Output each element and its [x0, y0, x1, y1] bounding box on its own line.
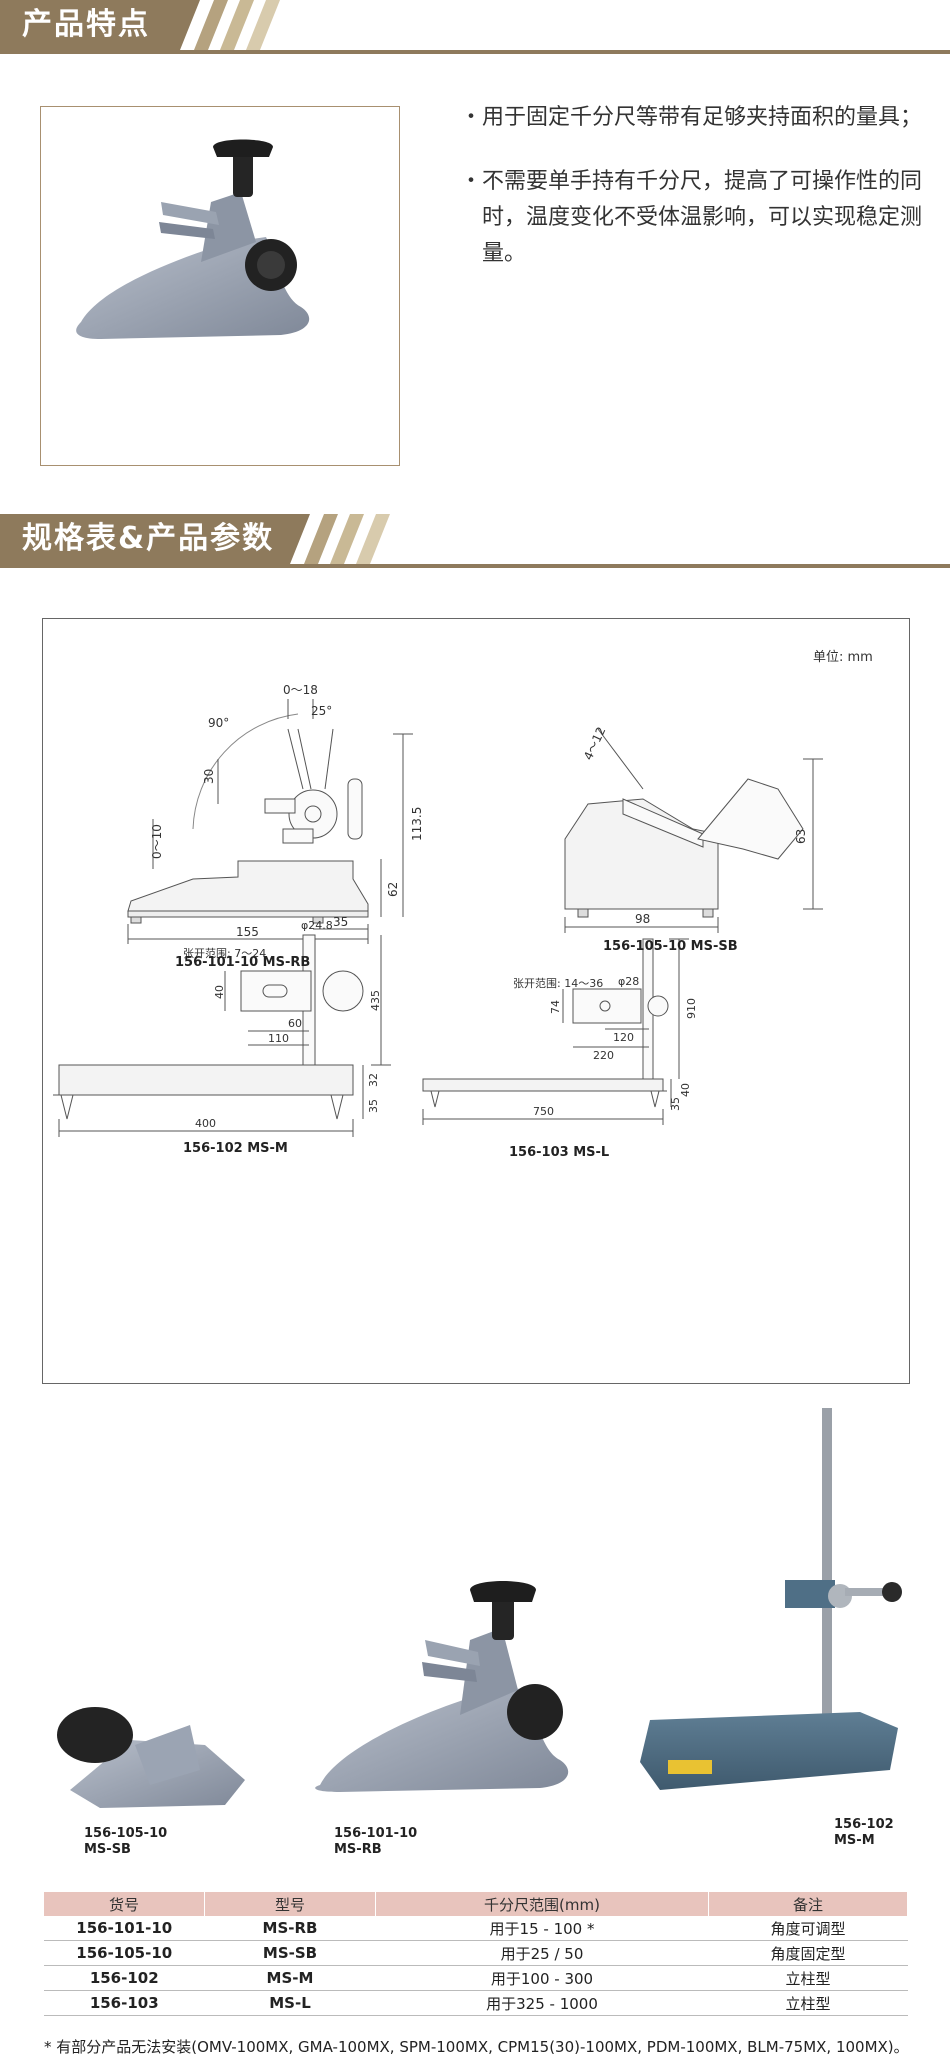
dim-label: 35 [669, 1097, 682, 1111]
header-banner [0, 514, 390, 564]
dim-label: 0～18 [283, 683, 318, 697]
bullet-mark: ・ [460, 169, 483, 194]
table-header-row: 货号 型号 千分尺范围(mm) 备注 [44, 1892, 908, 1916]
drawing-caption-ms-l: 156-103 MS-L [509, 1145, 610, 1160]
product-photos [57, 1408, 902, 1808]
table-cell: 角度可调型 [708, 1916, 908, 1941]
dim-label: 120 [613, 1031, 634, 1044]
dim-label: φ28 [618, 975, 639, 988]
feature-item: ・ 用于固定千分尺等带有足够夹持面积的量具； [460, 100, 930, 136]
feature-item: ・ 不需要单手持有千分尺，提高了可操作性的同时，温度变化不受体温影响，可以实现稳… [460, 164, 930, 272]
photo-caption-model: MS-RB [334, 1842, 382, 1857]
feature-text: 用于固定千分尺等带有足够夹持面积的量具； [482, 105, 923, 130]
photo-caption-ms-rb: 156-101-10 MS-RB [334, 1826, 417, 1858]
dim-label: 35 [367, 1099, 380, 1113]
table-row: 156-105-10 MS-SB 用于25 / 50 角度固定型 [44, 1940, 908, 1966]
bullet-mark: ・ [460, 105, 483, 130]
table-cell: MS-M [204, 1965, 376, 1991]
section-title-features: 产品特点 [22, 7, 150, 42]
table-cell: 用于100 - 300 [375, 1965, 709, 1991]
table-cell: 156-103 [44, 1990, 205, 2016]
drawing-ms-sb: 4～12 63 98 [564, 725, 823, 933]
photo-caption-ms-m: 156-102 MS-M [834, 1817, 894, 1849]
spec-table: 货号 型号 千分尺范围(mm) 备注 156-101-10 MS-RB 用于15… [44, 1892, 908, 2016]
dim-label: 60 [288, 1017, 302, 1030]
product-photo-frame [40, 106, 400, 466]
dim-label: 113.5 [410, 807, 424, 841]
dim-label: 4～12 [581, 725, 608, 763]
dim-label: 750 [533, 1105, 554, 1118]
dim-label: 910 [685, 998, 698, 1019]
photo-caption-model: MS-SB [84, 1842, 131, 1857]
header-underline [0, 564, 950, 568]
drawing-caption-ms-sb: 156-105-10 MS-SB [603, 939, 738, 954]
drawing-caption-ms-m: 156-102 MS-M [183, 1141, 288, 1156]
table-cell: 用于15 - 100 * [375, 1916, 709, 1941]
drawing-ms-m: φ24.8 张开范围: 7～24 40 435 60 110 32 35 400 [53, 919, 391, 1137]
dim-label: 40 [679, 1083, 692, 1097]
dim-label: 220 [593, 1049, 614, 1062]
photo-caption-model: MS-M [834, 1833, 875, 1848]
table-cell: 立柱型 [708, 1990, 908, 2016]
header-banner [0, 0, 280, 50]
table-cell: 156-101-10 [44, 1916, 205, 1941]
dim-label: 张开范围: 7～24 [183, 946, 266, 960]
dim-label: 32 [367, 1073, 380, 1087]
dim-label: 98 [635, 912, 650, 926]
dim-label: 0～10 [150, 824, 164, 859]
table-row: 156-101-10 MS-RB 用于15 - 100 * 角度可调型 [44, 1916, 908, 1941]
product-photo-ms-rb [76, 139, 310, 339]
compatibility-note: * 有部分产品无法安装(OMV-100MX, GMA-100MX, SPM-10… [44, 2038, 909, 2056]
dim-label: 62 [386, 882, 400, 897]
dim-label: 63 [794, 829, 808, 844]
table-row: 156-103 MS-L 用于325 - 1000 立柱型 [44, 1990, 908, 2016]
dim-label: 155 [236, 925, 259, 939]
table-header: 备注 [708, 1892, 908, 1916]
table-cell: 用于325 - 1000 [375, 1990, 709, 2016]
table-header: 货号 [44, 1892, 205, 1916]
table-cell: 用于25 / 50 [375, 1940, 709, 1966]
dim-label: 张开范围: 14～36 [513, 976, 603, 990]
photo-caption-code: 156-102 [834, 1817, 894, 1832]
dimension-drawings: 单位: mm [42, 618, 910, 1384]
table-cell: 156-102 [44, 1965, 205, 1991]
table-cell: MS-SB [204, 1940, 376, 1966]
feature-list: ・ 用于固定千分尺等带有足够夹持面积的量具； ・ 不需要单手持有千分尺，提高了可… [460, 100, 930, 300]
dim-label: 40 [213, 985, 226, 999]
drawing-canvas: 单位: mm [53, 650, 873, 1137]
photo-ms-sb [57, 1707, 245, 1808]
dim-label: 30 [202, 769, 216, 784]
photo-ms-m [640, 1408, 902, 1790]
photo-caption-code: 156-105-10 [84, 1826, 168, 1841]
table-cell: MS-RB [204, 1916, 376, 1941]
drawing-ms-l: 张开范围: 14～36 φ28 910 74 120 220 40 35 750 [422, 938, 698, 1125]
unit-label: 单位: mm [813, 650, 873, 665]
table-cell: 角度固定型 [708, 1940, 908, 1966]
feature-text: 不需要单手持有千分尺，提高了可操作性的同时，温度变化不受体温影响，可以实现稳定测… [482, 169, 923, 266]
dim-label: 35 [333, 915, 348, 929]
table-header: 千分尺范围(mm) [375, 1892, 709, 1916]
section-title-specs: 规格表&产品参数 [22, 521, 275, 556]
table-row: 156-102 MS-M 用于100 - 300 立柱型 [44, 1965, 908, 1991]
table-header: 型号 [204, 1892, 376, 1916]
dim-label: 435 [369, 990, 382, 1011]
dim-label: 25° [311, 704, 332, 718]
dim-label: 74 [549, 1000, 562, 1014]
drawing-caption-ms-rb: 156-101-10 MS-RB [175, 955, 311, 970]
dim-label: 400 [195, 1117, 216, 1130]
section-header-specs: 规格表&产品参数 [0, 514, 950, 568]
table-cell: 156-105-10 [44, 1940, 205, 1966]
dim-label: 90° [208, 716, 229, 730]
photo-ms-rb [315, 1581, 569, 1792]
section-header-features: 产品特点 [0, 0, 950, 54]
drawing-ms-rb: 0～18 25° 90° 30 0～10 113.5 62 35 155 [127, 683, 424, 944]
photo-caption-ms-sb: 156-105-10 MS-SB [84, 1826, 167, 1858]
photo-caption-code: 156-101-10 [334, 1826, 418, 1841]
dim-label: φ24.8 [301, 919, 333, 932]
dim-label: 110 [268, 1032, 289, 1045]
table-cell: MS-L [204, 1990, 376, 2016]
table-cell: 立柱型 [708, 1965, 908, 1991]
header-underline [0, 50, 950, 54]
